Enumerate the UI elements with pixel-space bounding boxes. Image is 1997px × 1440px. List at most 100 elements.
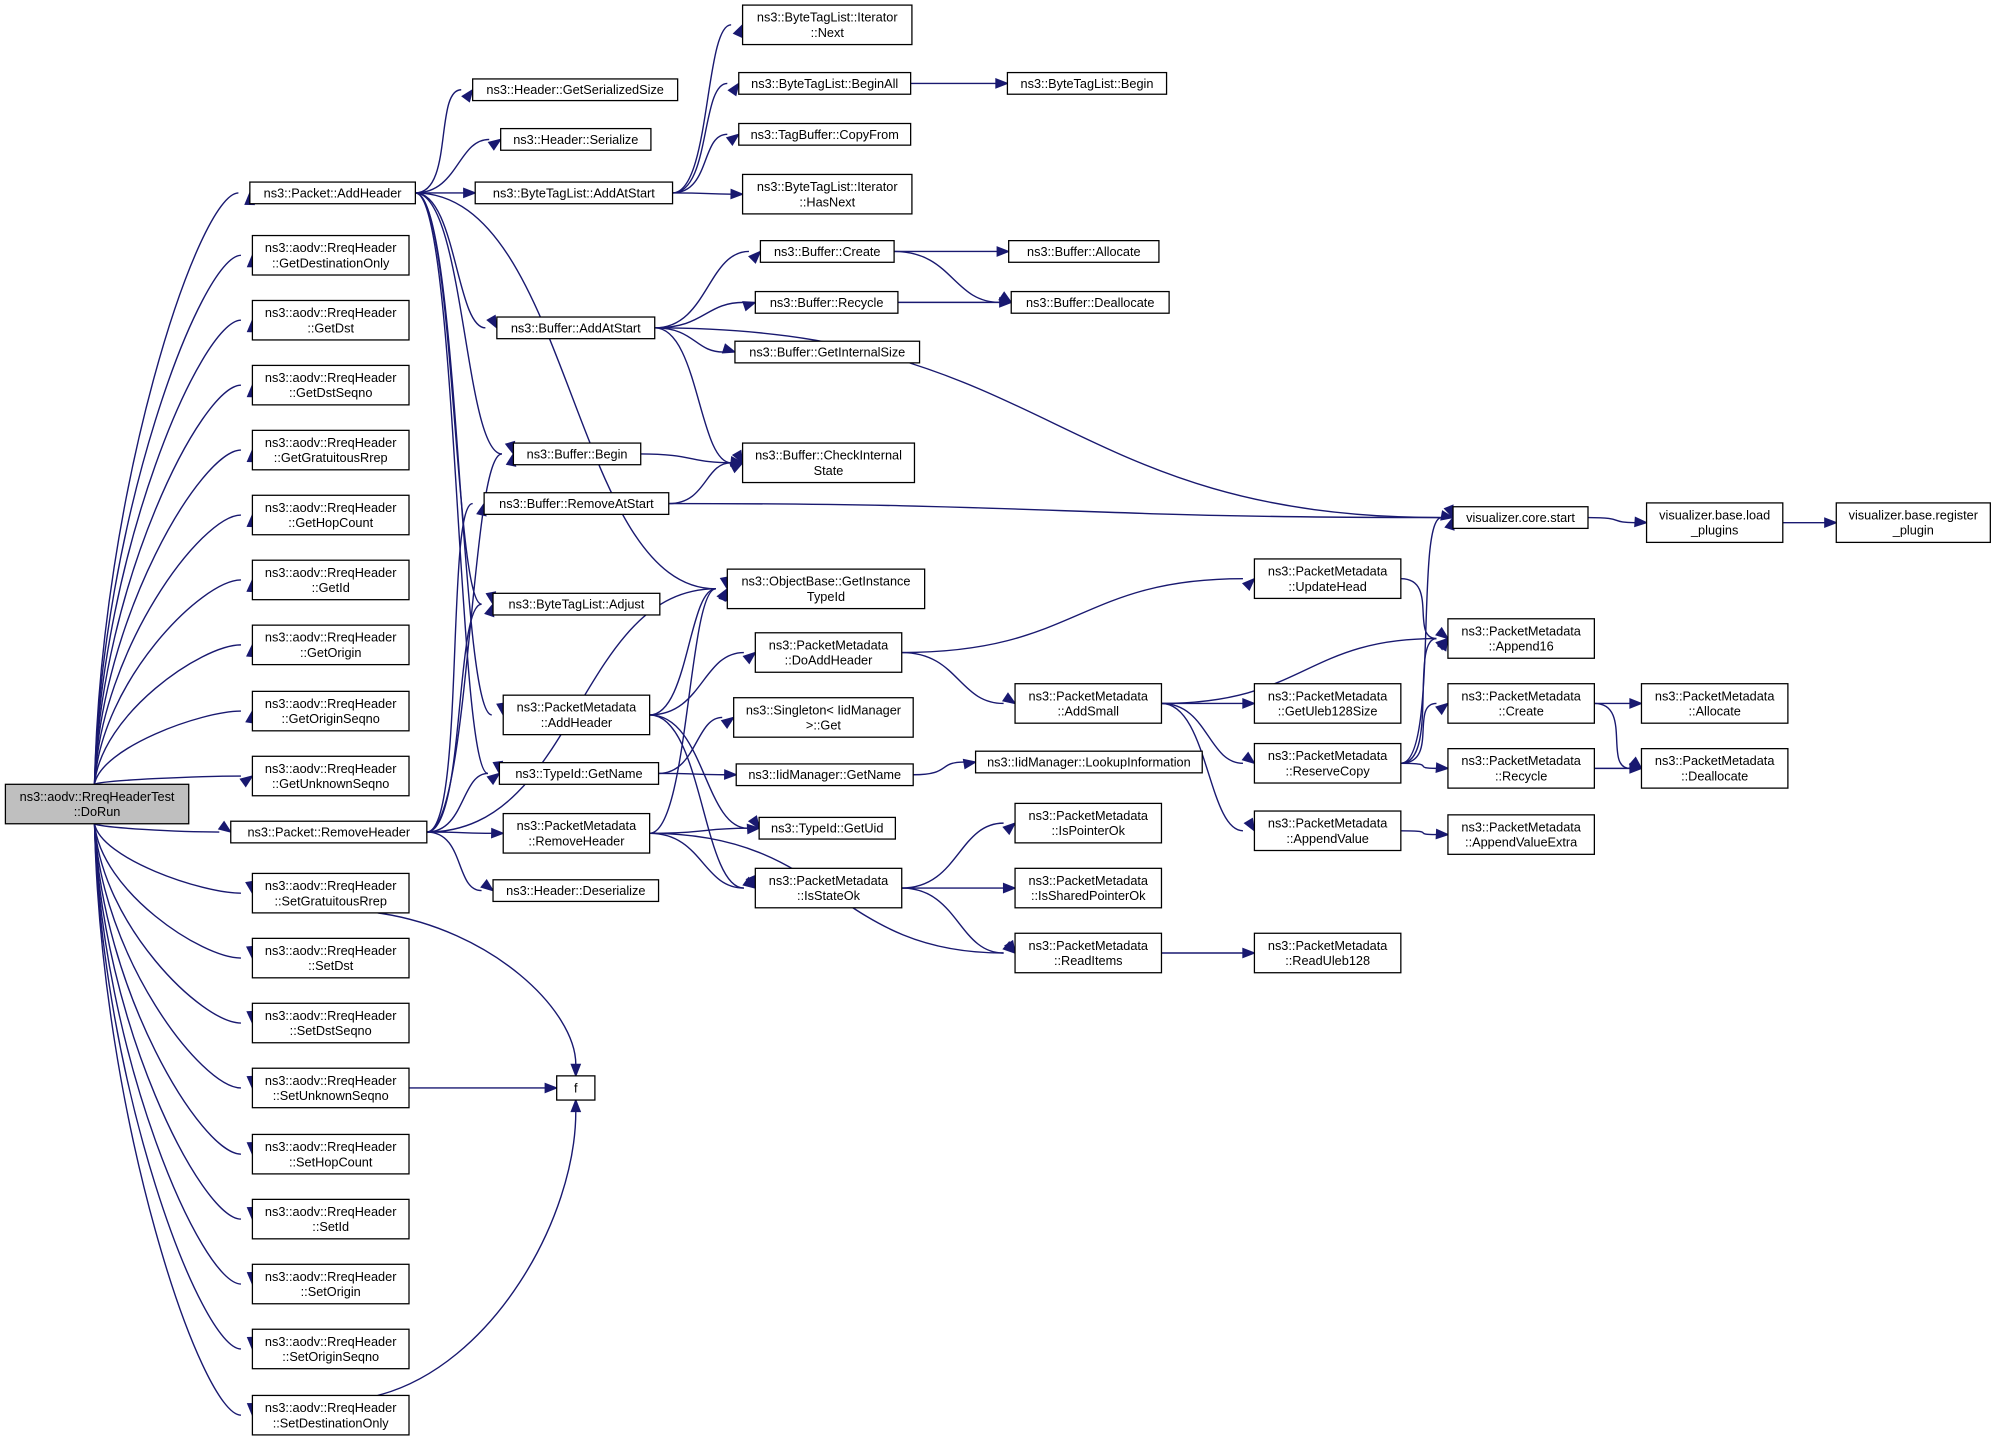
node-buf-internalsize[interactable]: ns3::Buffer::GetInternalSize <box>734 340 921 364</box>
node-hdr-ser[interactable]: ns3::Header::Serialize <box>500 127 652 151</box>
node-pm-readuleb[interactable]: ns3::PacketMetadata::ReadUleb128 <box>1253 932 1402 974</box>
node-iid-getname[interactable]: ns3::IidManager::GetName <box>735 763 914 787</box>
node-pm-reservecopy[interactable]: ns3::PacketMetadata::ReserveCopy <box>1253 742 1402 784</box>
node-getOrigin[interactable]: ns3::aodv::RreqHeader::GetOrigin <box>251 624 410 666</box>
node-label: ns3::PacketMetadata <box>517 818 637 833</box>
arrowhead-icon <box>1435 702 1450 716</box>
node-btl-adjust[interactable]: ns3::ByteTagList::Adjust <box>492 592 661 616</box>
node-btl-beginall[interactable]: ns3::ByteTagList::BeginAll <box>738 71 912 95</box>
node-pm-removeheader[interactable]: ns3::PacketMetadata::RemoveHeader <box>502 812 651 854</box>
edge-root-to-setDestOnly <box>93 823 242 1416</box>
node-buf-removeatstart[interactable]: ns3::Buffer::RemoveAtStart <box>483 492 670 516</box>
arrowhead-icon <box>217 820 233 834</box>
node-buf-deallocate[interactable]: ns3::Buffer::Deallocate <box>1010 290 1170 314</box>
edge-pm_create-to-pm_deallocate <box>1594 702 1631 770</box>
node-setOrigin[interactable]: ns3::aodv::RreqHeader::SetOrigin <box>251 1263 410 1305</box>
node-box <box>251 494 410 536</box>
node-setDst[interactable]: ns3::aodv::RreqHeader::SetDst <box>251 937 410 979</box>
node-setGrat[interactable]: ns3::aodv::RreqHeader::SetGratuitousRrep <box>251 872 410 914</box>
node-setId[interactable]: ns3::aodv::RreqHeader::SetId <box>251 1198 410 1240</box>
node-btl-addatstart[interactable]: ns3::ByteTagList::AddAtStart <box>474 181 674 205</box>
node-box <box>1447 683 1595 724</box>
node-label: ::GetUnknownSeqno <box>272 776 389 791</box>
node-typeid-getname[interactable]: ns3::TypeId::GetName <box>498 762 660 785</box>
arrowhead-icon <box>1435 762 1450 773</box>
node-tagbuf-copy[interactable]: ns3::TagBuffer::CopyFrom <box>738 122 912 146</box>
node-btl-it-hasnext[interactable]: ns3::ByteTagList::Iterator::HasNext <box>741 173 913 215</box>
node-f[interactable]: f <box>556 1075 596 1101</box>
node-pm-addheader[interactable]: ns3::PacketMetadata::AddHeader <box>502 694 651 736</box>
node-getDstSeqno[interactable]: ns3::aodv::RreqHeader::GetDstSeqno <box>251 364 410 406</box>
node-getId[interactable]: ns3::aodv::RreqHeader::GetId <box>251 559 410 601</box>
node-pkt-add[interactable]: ns3::Packet::AddHeader <box>249 181 417 205</box>
node-pm-recycle[interactable]: ns3::PacketMetadata::Recycle <box>1447 748 1595 789</box>
node-pm-allocate[interactable]: ns3::PacketMetadata::Allocate <box>1640 683 1789 724</box>
node-getDestOnly[interactable]: ns3::aodv::RreqHeader::GetDestinationOnl… <box>251 234 410 276</box>
arrowhead-icon <box>747 815 761 830</box>
node-setUnknown[interactable]: ns3::aodv::RreqHeader::SetUnknownSeqno <box>251 1067 410 1109</box>
node-vis-load[interactable]: visualizer.base.load_plugins <box>1645 502 1784 544</box>
edge-buf_addatstart-to-buf_checkstate <box>654 327 732 464</box>
node-pm-addsmall[interactable]: ns3::PacketMetadata::AddSmall <box>1014 683 1163 724</box>
node-label: ns3::PacketMetadata <box>1268 563 1388 578</box>
edge-root-to-setId <box>93 823 241 1220</box>
node-btl-begin[interactable]: ns3::ByteTagList::Begin <box>1006 71 1168 95</box>
node-buf-begin[interactable]: ns3::Buffer::Begin <box>512 442 642 466</box>
arrowhead-icon <box>999 297 1013 308</box>
node-vis-register[interactable]: visualizer.base.register_plugin <box>1835 502 1991 544</box>
arrowhead-icon <box>1440 510 1455 521</box>
node-getGrat[interactable]: ns3::aodv::RreqHeader::GetGratuitousRrep <box>251 429 410 471</box>
node-vis-start[interactable]: visualizer.core.start <box>1452 506 1589 530</box>
node-pm-appendvalue[interactable]: ns3::PacketMetadata::AppendValue <box>1253 810 1402 852</box>
node-pm-ispointerok[interactable]: ns3::PacketMetadata::IsPointerOk <box>1014 802 1163 844</box>
edge-root-to-setHop <box>93 823 241 1155</box>
edge-pkt_add-to-buf_begin <box>415 192 503 455</box>
edge-pm_doaddheader-to-pm_updatehead <box>901 577 1243 654</box>
node-getDst[interactable]: ns3::aodv::RreqHeader::GetDst <box>251 299 410 341</box>
node-pm-issharedok[interactable]: ns3::PacketMetadata::IsSharedPointerOk <box>1014 867 1163 909</box>
node-pm-deallocate[interactable]: ns3::PacketMetadata::Deallocate <box>1640 748 1789 789</box>
arrowhead-icon <box>1002 941 1017 955</box>
node-buf-recycle[interactable]: ns3::Buffer::Recycle <box>754 290 899 314</box>
node-pm-getuleb[interactable]: ns3::PacketMetadata::GetUleb128Size <box>1253 683 1402 724</box>
arrowhead-icon <box>1241 751 1256 765</box>
node-pm-readitems[interactable]: ns3::PacketMetadata::ReadItems <box>1014 932 1163 974</box>
node-setDestOnly[interactable]: ns3::aodv::RreqHeader::SetDestinationOnl… <box>251 1394 410 1436</box>
node-btl-it-next[interactable]: ns3::ByteTagList::Iterator::Next <box>741 4 913 46</box>
node-setHop[interactable]: ns3::aodv::RreqHeader::SetHopCount <box>251 1133 410 1175</box>
node-pkt-remove[interactable]: ns3::Packet::RemoveHeader <box>230 820 428 844</box>
arrowhead-icon <box>491 827 505 839</box>
node-box <box>1014 802 1163 844</box>
edge-setGrat-to-f <box>377 912 577 1065</box>
arrowhead-icon <box>724 769 738 780</box>
node-label: ::SetGratuitousRrep <box>274 893 386 908</box>
node-typeid-getuid[interactable]: ns3::TypeId::GetUid <box>758 816 897 840</box>
node-pm-updatehead[interactable]: ns3::PacketMetadata::UpdateHead <box>1253 558 1402 600</box>
node-box <box>251 1067 410 1109</box>
node-hdr-deser[interactable]: ns3::Header::Deserialize <box>492 879 660 903</box>
node-box <box>754 867 903 909</box>
node-setDstSeqno[interactable]: ns3::aodv::RreqHeader::SetDstSeqno <box>251 1002 410 1044</box>
node-buf-allocate[interactable]: ns3::Buffer::Allocate <box>1008 240 1160 263</box>
node-getUnknown[interactable]: ns3::aodv::RreqHeader::GetUnknownSeqno <box>251 755 410 797</box>
node-box <box>502 694 651 736</box>
node-box <box>251 755 410 797</box>
node-label: ns3::Buffer::GetInternalSize <box>749 344 905 359</box>
arrowhead-icon <box>570 1098 582 1113</box>
node-pm-isstateok[interactable]: ns3::PacketMetadata::IsStateOk <box>754 867 903 909</box>
node-buf-addatstart[interactable]: ns3::Buffer::AddAtStart <box>496 316 656 340</box>
node-getOriginSeqno[interactable]: ns3::aodv::RreqHeader::GetOriginSeqno <box>251 690 410 732</box>
node-pm-appendvalueextra[interactable]: ns3::PacketMetadata::AppendValueExtra <box>1447 814 1595 855</box>
node-pm-create[interactable]: ns3::PacketMetadata::Create <box>1447 683 1595 724</box>
node-iid-lookup[interactable]: ns3::IidManager::LookupInformation <box>974 750 1203 774</box>
node-buf-create[interactable]: ns3::Buffer::Create <box>759 240 895 263</box>
node-pm-doaddheader[interactable]: ns3::PacketMetadata::DoAddHeader <box>754 632 903 673</box>
node-pm-append16[interactable]: ns3::PacketMetadata::Append16 <box>1447 618 1595 659</box>
node-hdr-size[interactable]: ns3::Header::GetSerializedSize <box>472 78 679 102</box>
node-singleton-get[interactable]: ns3::Singleton< IidManager>::Get <box>733 697 914 738</box>
node-setOriginSeqno[interactable]: ns3::aodv::RreqHeader::SetOriginSeqno <box>251 1328 410 1370</box>
node-root[interactable]: ns3::aodv::RreqHeaderTest::DoRun <box>4 783 190 825</box>
node-getHop[interactable]: ns3::aodv::RreqHeader::GetHopCount <box>251 494 410 536</box>
